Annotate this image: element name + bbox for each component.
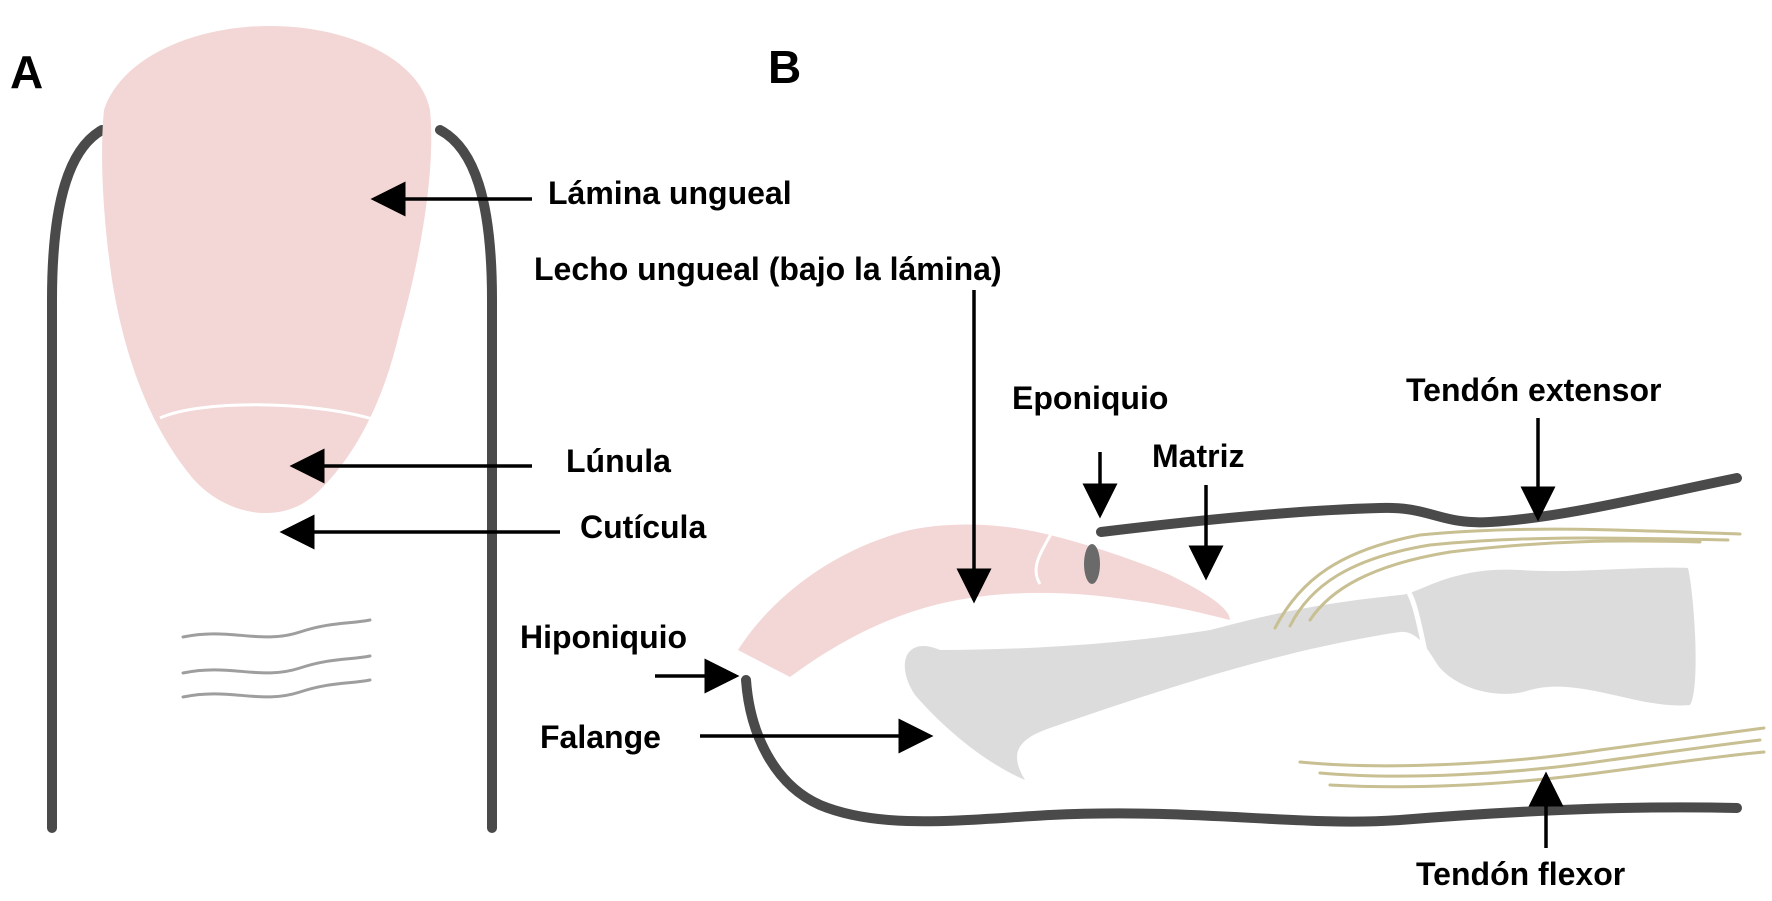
dorsal-skin <box>1096 473 1742 537</box>
label-lecho-ungueal: Lecho ungueal (bajo la lámina) <box>534 251 1002 287</box>
flexor-tendon-2 <box>1318 738 1762 778</box>
knuckle-wrinkle-2 <box>181 654 372 675</box>
finger-side-view <box>738 473 1766 827</box>
panel-label-b: B <box>768 41 801 93</box>
lunula-boundary <box>159 403 377 422</box>
label-tendon-flexor: Tendón flexor <box>1416 856 1625 892</box>
knuckle-wrinkle-1 <box>181 618 372 639</box>
ventral-skin <box>741 675 1742 827</box>
panel-label-a: A <box>10 46 43 98</box>
finger-top-view <box>47 26 497 833</box>
label-lunula: Lúnula <box>566 443 671 479</box>
label-matriz: Matriz <box>1152 438 1244 474</box>
extensor-tendon-1 <box>1273 527 1742 630</box>
label-tendon-extensor: Tendón extensor <box>1406 372 1661 408</box>
label-hiponiquio: Hiponiquio <box>520 619 687 655</box>
extensor-tendon-2 <box>1288 536 1730 628</box>
nail-plate-side <box>738 524 1230 677</box>
knuckle-wrinkle-3 <box>181 678 372 699</box>
label-eponiquio: Eponiquio <box>1012 380 1168 416</box>
finger-outline-a-right <box>435 125 497 833</box>
eponychium-tip <box>1084 544 1100 584</box>
label-falange: Falange <box>540 719 661 755</box>
phalanx-bone <box>904 567 1696 780</box>
label-lamina-ungueal: Lámina ungueal <box>548 175 792 211</box>
flexor-tendon-1 <box>1298 726 1766 768</box>
label-cuticula: Cutícula <box>580 509 706 545</box>
finger-outline-a <box>47 125 107 833</box>
flexor-tendon-3 <box>1328 750 1766 789</box>
nail-plate <box>102 26 432 513</box>
extensor-tendon-3 <box>1308 539 1702 622</box>
joint-line <box>1400 583 1447 714</box>
lunula-boundary-side <box>1034 533 1053 585</box>
